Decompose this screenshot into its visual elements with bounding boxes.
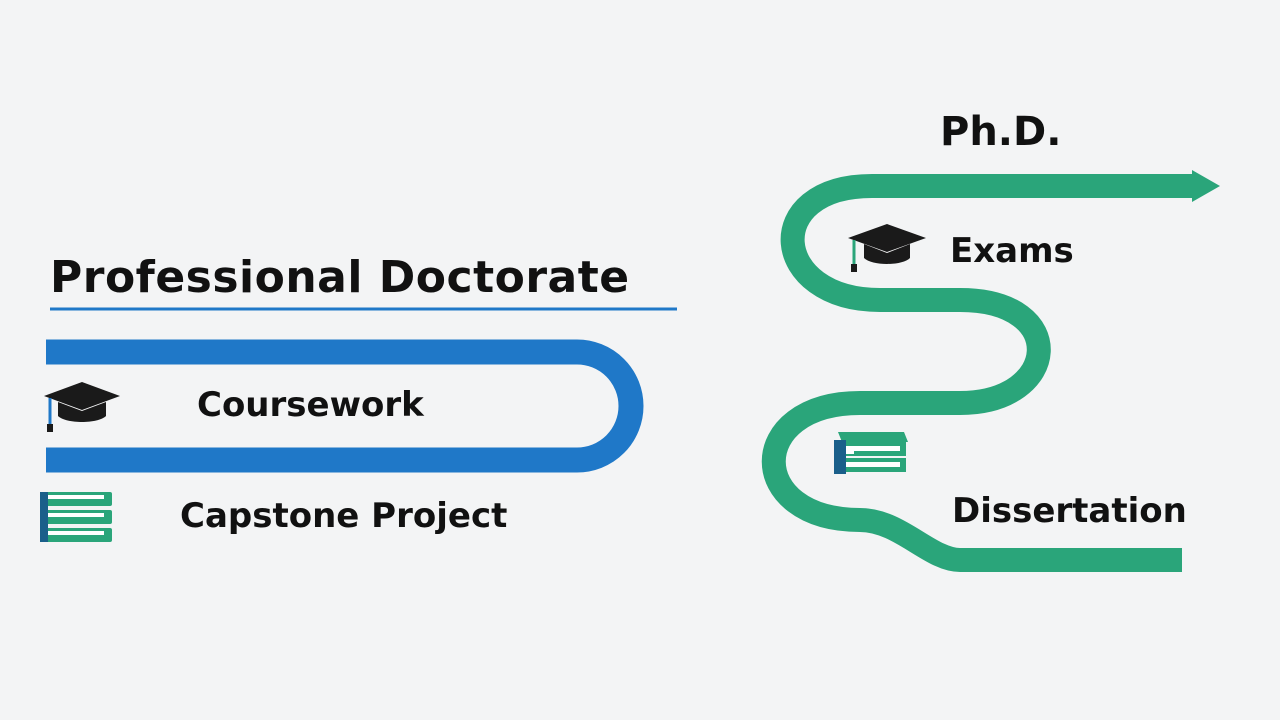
professional-title: Professional Doctorate [50, 252, 630, 303]
phd-track [761, 174, 1198, 572]
step-dissertation: Dissertation [952, 491, 1187, 531]
graduation-cap-icon [848, 224, 926, 272]
books-icon [40, 492, 112, 542]
phd-arrowhead [1192, 170, 1220, 202]
step-capstone-project: Capstone Project [180, 496, 508, 536]
professional-track [46, 339, 644, 473]
step-exams: Exams [950, 231, 1074, 271]
graduation-cap-icon [44, 382, 120, 432]
books-icon [834, 432, 908, 474]
step-coursework: Coursework [197, 385, 424, 425]
phd-title: Ph.D. [940, 109, 1062, 155]
